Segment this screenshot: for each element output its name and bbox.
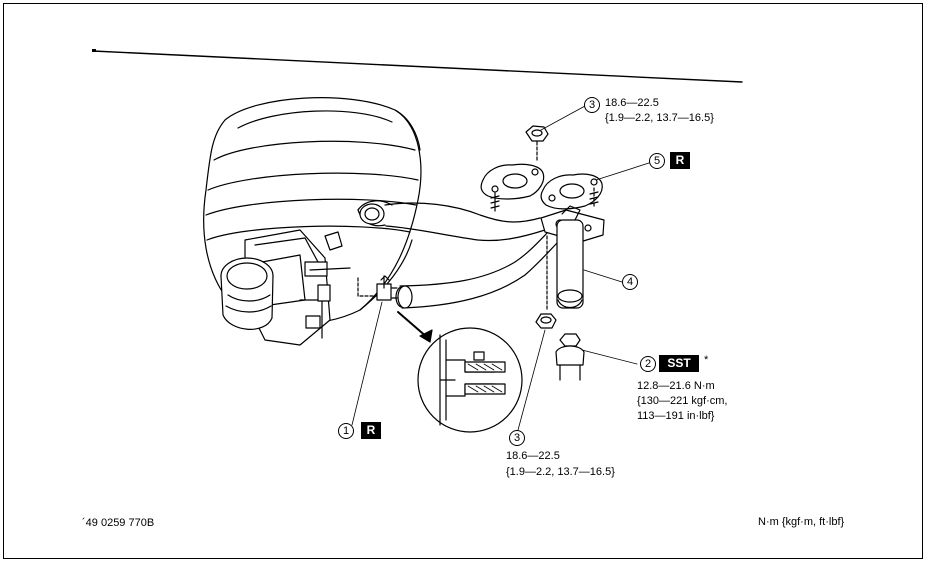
figure-frame <box>3 3 923 559</box>
torque-3-bottom-line1: 18.6—22.5 <box>506 450 560 462</box>
torque-3-bottom-line2: {1.9—2.2, 13.7—16.5} <box>506 466 615 478</box>
sst-badge: SST <box>659 355 699 372</box>
bolt-bottom <box>535 313 557 329</box>
master-cylinder <box>220 229 351 346</box>
torque-3-top-line2: {1.9—2.2, 13.7—16.5} <box>605 112 714 124</box>
unit-legend: N·m {kgf·m, ft·lbf} <box>758 516 845 528</box>
callout-3-bottom: 3 <box>509 430 525 446</box>
callout-2: 2 <box>640 356 656 372</box>
gasket-upper-left <box>480 163 545 213</box>
callout-3-top: 3 <box>584 97 600 113</box>
leader-lines <box>351 105 653 431</box>
detail-view <box>397 311 523 433</box>
union-fitting <box>555 333 585 381</box>
reference-line <box>92 50 743 83</box>
figure-code: ´49 0259 770B <box>82 517 155 529</box>
vacuum-hose-upper <box>357 200 546 242</box>
torque-2-line2: {130—221 kgf·cm, <box>637 395 728 407</box>
torque-2-line1: 12.8—21.6 N·m <box>637 380 715 392</box>
callout-5: 5 <box>649 153 665 169</box>
vacuum-hose-lower <box>397 227 561 309</box>
sst-asterisk: * <box>704 354 709 366</box>
torque-3-top-line1: 18.6—22.5 <box>605 97 659 109</box>
bolt-top <box>525 125 549 161</box>
gasket-right <box>540 173 603 210</box>
torque-2-line3: 113—191 in·lbf} <box>637 410 715 422</box>
replace-badge-1: R <box>361 422 381 439</box>
callout-4: 4 <box>622 274 638 290</box>
replace-badge-5: R <box>670 152 690 169</box>
callout-1: 1 <box>338 423 354 439</box>
vacuum-pipe <box>540 205 605 311</box>
